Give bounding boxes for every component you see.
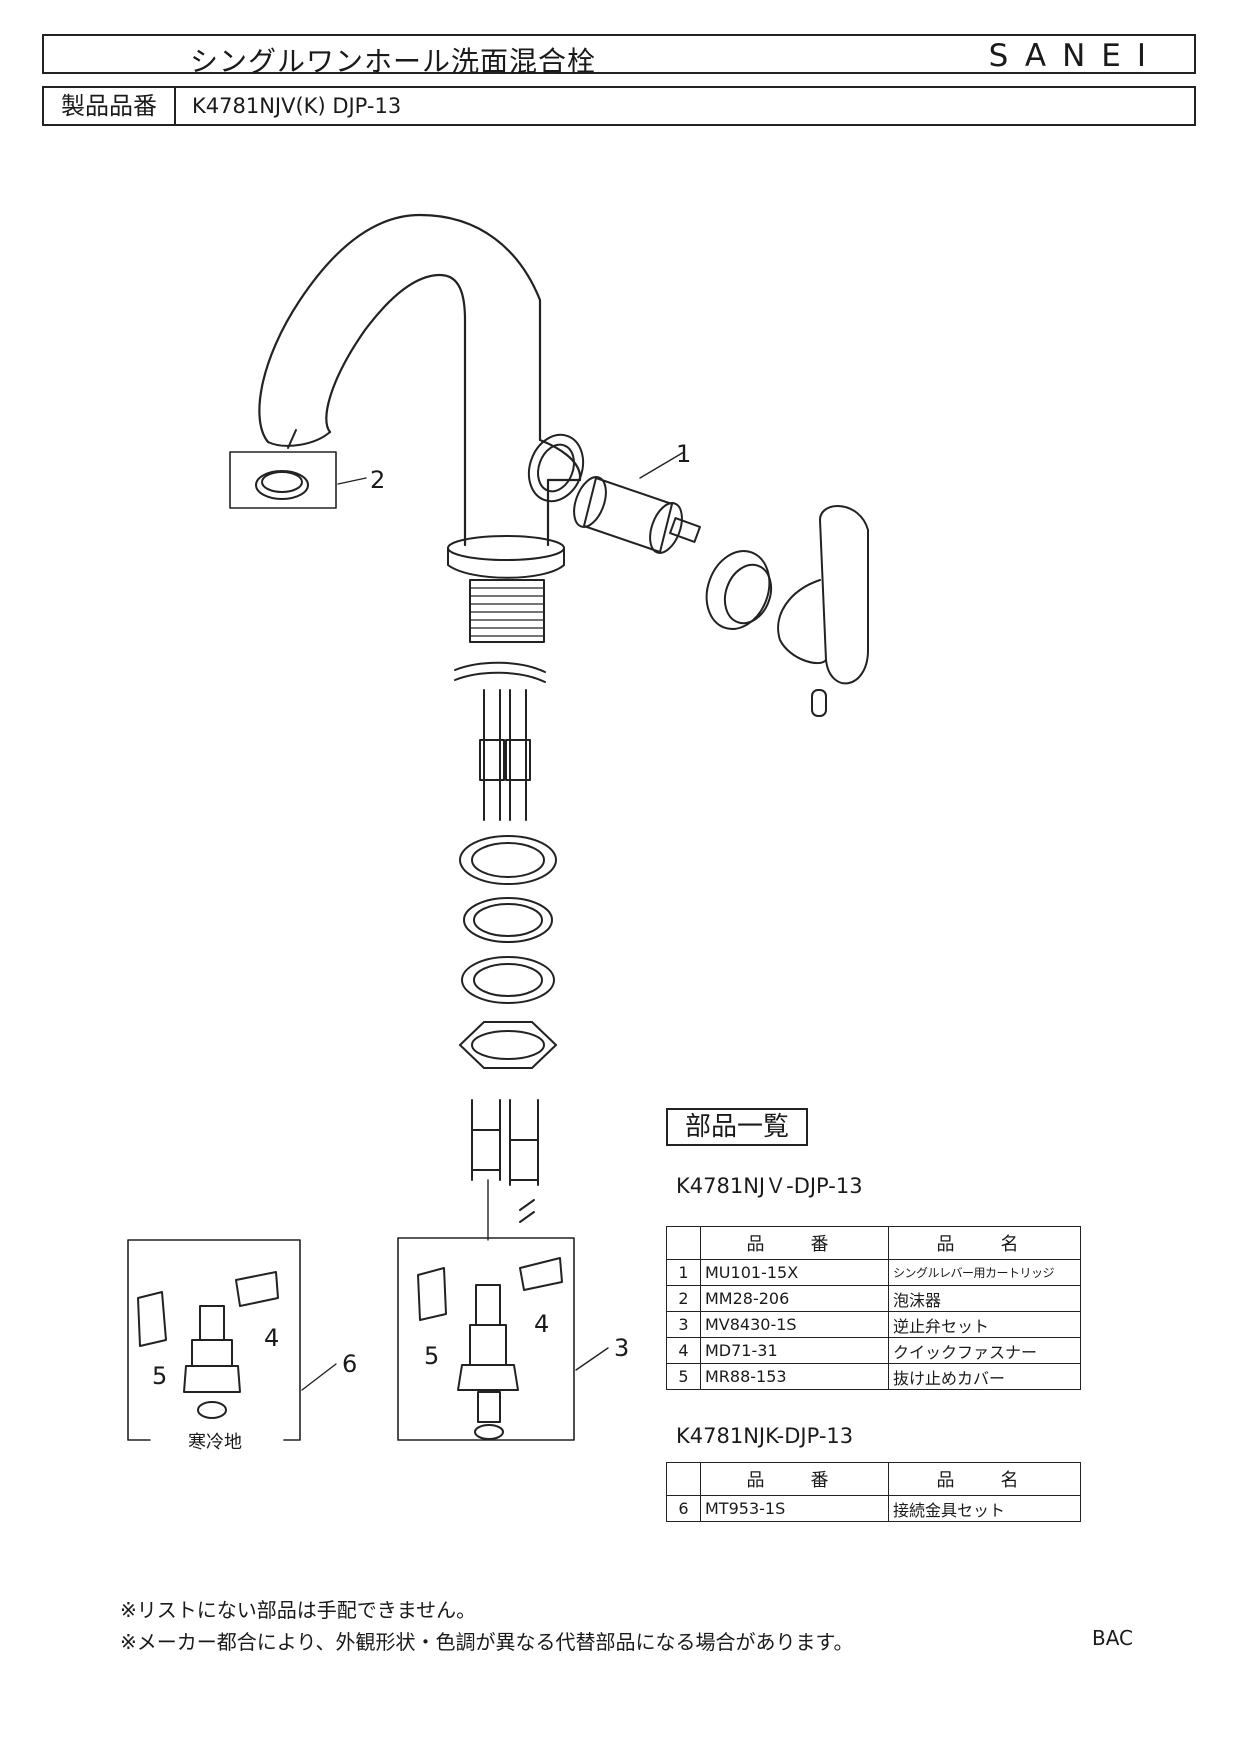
brand-logo: SANEI	[988, 38, 1162, 74]
hose-ends	[471, 1099, 539, 1241]
part-number: MT953-1S	[700, 1495, 889, 1522]
table-row: 1 MU101-15X シングルレバー用カートリッジ	[666, 1259, 1081, 1286]
header-part-name: 品 名	[888, 1226, 1081, 1260]
title-bar: シングルワンホール洗面混合栓 SANEI	[42, 34, 1196, 78]
header-part-number: 品 番	[700, 1226, 889, 1260]
callout-5: 5	[424, 1342, 440, 1370]
table-row: 5 MR88-153 抜け止めカバー	[666, 1363, 1081, 1390]
table-header-row: 品 番 品 名	[666, 1226, 1081, 1260]
document-code: BAC	[1092, 1626, 1134, 1650]
part-number: MU101-15X	[700, 1259, 889, 1286]
part-name: 接続金具セット	[888, 1495, 1081, 1522]
part-name: 逆止弁セット	[888, 1311, 1081, 1338]
part-number: MV8430-1S	[700, 1311, 889, 1338]
footnote-1: ※リストにない部品は手配できません。	[120, 1598, 477, 1622]
part-number: MR88-153	[700, 1363, 889, 1390]
series-label-1: K4781NJＶ-DJP-13	[676, 1174, 863, 1198]
parts-list-title: 部品一覧	[666, 1108, 808, 1146]
connector-set-part	[127, 1239, 337, 1441]
row-index: 4	[666, 1337, 701, 1364]
part-name: 抜け止めカバー	[888, 1363, 1081, 1390]
callout-4-cold: 4	[264, 1324, 280, 1352]
part-name: 泡沫器	[888, 1285, 1081, 1312]
callout-3: 3	[614, 1334, 630, 1362]
part-number: MM28-206	[700, 1285, 889, 1312]
part-number: MD71-31	[700, 1337, 889, 1364]
model-label: 製品品番	[44, 88, 176, 124]
series-label-2: K4781NJK-DJP-13	[676, 1424, 854, 1448]
aerator-part	[229, 429, 367, 509]
table-row: 6 MT953-1S 接続金具セット	[666, 1495, 1081, 1522]
table-header-row: 品 番 品 名	[666, 1462, 1081, 1496]
product-title: シングルワンホール洗面混合栓	[190, 45, 597, 78]
row-index: 2	[666, 1285, 701, 1312]
callout-4: 4	[534, 1310, 550, 1338]
row-index: 1	[666, 1259, 701, 1286]
cartridge-part	[573, 451, 701, 554]
faucet-body	[258, 213, 585, 643]
header-part-number: 品 番	[700, 1462, 889, 1496]
table-row: 2 MM28-206 泡沫器	[666, 1285, 1081, 1312]
header-cell	[666, 1226, 701, 1260]
callout-6: 6	[342, 1350, 358, 1378]
table-row: 3 MV8430-1S 逆止弁セット	[666, 1311, 1081, 1338]
check-valve-set-part	[397, 1237, 609, 1441]
cap-ring	[705, 550, 773, 630]
callout-2: 2	[370, 466, 386, 494]
callout-1: 1	[676, 440, 692, 468]
model-value: K4781NJV(K) DJP-13	[192, 94, 402, 118]
part-name: シングルレバー用カートリッジ	[888, 1259, 1081, 1286]
cold-region-label: 寒冷地	[182, 1428, 248, 1454]
header-cell	[666, 1462, 701, 1496]
footnote-2: ※メーカー都合により、外観形状・色調が異なる代替部品になる場合があります。	[120, 1630, 854, 1654]
row-index: 6	[666, 1495, 701, 1522]
header-part-name: 品 名	[888, 1462, 1081, 1496]
supply-hoses	[454, 661, 546, 821]
exploded-parts-drawing	[127, 213, 869, 1441]
table-row: 4 MD71-31 クイックファスナー	[666, 1337, 1081, 1364]
callout-5-cold: 5	[152, 1362, 168, 1390]
part-name: クイックファスナー	[888, 1337, 1081, 1364]
model-bar: 製品品番 K4781NJV(K) DJP-13	[42, 86, 1196, 126]
lever-handle	[777, 505, 869, 717]
row-index: 3	[666, 1311, 701, 1338]
parts-table-2: 品 番 品 名 6 MT953-1S 接続金具セット	[666, 1462, 1081, 1522]
washer-set	[459, 835, 557, 1069]
row-index: 5	[666, 1363, 701, 1390]
parts-table-1: 品 番 品 名 1 MU101-15X シングルレバー用カートリッジ 2 MM2…	[666, 1226, 1081, 1390]
